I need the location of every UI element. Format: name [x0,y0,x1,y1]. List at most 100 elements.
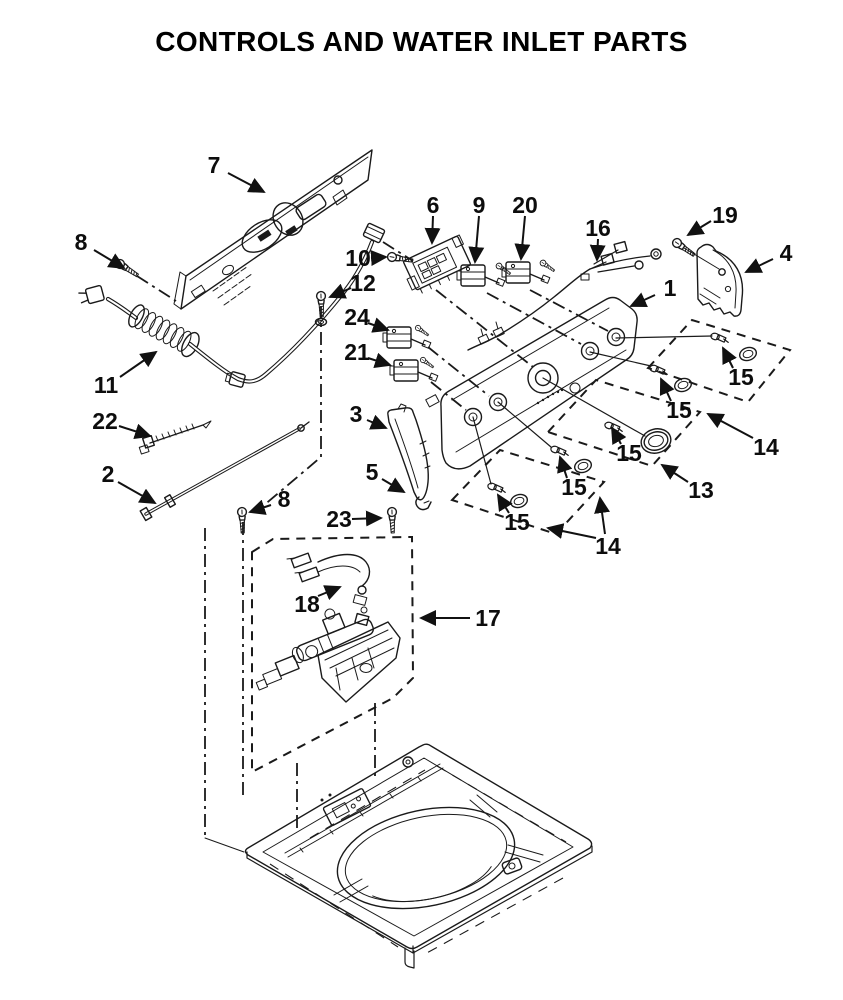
power-cord-part11 [78,222,386,388]
cable-tie-part22 [138,420,212,455]
washer-top-panel [244,743,593,969]
switch-screw-icon [418,355,436,370]
callout-arrow [93,249,126,270]
callout-arrow [557,455,573,479]
callout-label: 2 [102,461,115,487]
knob-ring [672,375,694,395]
callout-arrow [381,477,406,494]
cord-connector [362,222,386,244]
callout-label: 6 [427,192,440,218]
callout-label: 22 [92,408,118,434]
callout-arrow [468,215,485,264]
link-rod-part2 [139,421,310,522]
callout-label: 14 [595,533,621,559]
callout-label: 15 [504,509,530,535]
clip-part15 [486,481,507,494]
callout-label: 23 [326,506,352,532]
end-bracket-part4 [683,243,744,317]
callout-label: 9 [473,192,486,218]
callout-arrow [722,346,737,369]
end-cap-part3 [387,403,431,501]
callout-arrow [546,523,597,539]
lid-latch [501,857,523,875]
hinge-plate [322,788,372,826]
console-part1 [425,296,638,470]
callout-arrow [744,258,774,273]
screw-part19 [670,236,698,260]
screw-part8-left [113,257,141,280]
callout-arrow [227,172,266,193]
clip-part15 [648,363,669,376]
knob-ring [572,456,594,476]
switch-screw-icon [413,323,431,338]
callout-arrow [328,283,352,299]
callout-arrow [118,423,152,440]
rear-panel-part7 [173,149,373,310]
clip-part15 [709,331,730,344]
clip-part5 [415,496,432,511]
callout-label: 11 [94,372,119,398]
shield-box-part14-upper [646,318,792,404]
switch-part20 [501,261,551,284]
callout-label: 20 [512,192,538,218]
callout-label: 24 [344,304,370,330]
cord-coil [128,304,200,358]
callout-arrow [496,493,513,514]
callout-label: 7 [208,152,221,178]
shield-box-part14-middle [546,378,702,468]
knob-part13 [640,428,672,454]
callout-arrow [589,238,606,262]
switch-screw-icon [538,258,557,274]
callout-arrow [659,377,675,402]
screw-part23 [386,506,398,534]
callout-label: 18 [294,591,320,617]
callout-arrow [248,499,272,515]
callout-arrow [686,220,712,237]
callout-label: 15 [616,440,642,466]
callout-label: 15 [561,474,587,500]
assembly-lines [136,241,713,853]
callout-label: 16 [585,215,611,241]
callout-label: 21 [344,339,370,365]
console-tick-marks [536,388,564,405]
callout-arrow [370,250,388,266]
callout-label: 4 [780,240,793,266]
callout-label: 5 [366,459,379,485]
water-inlet-valve-part18 [255,552,401,703]
callouts: 1234567889101112131414151515151516171819… [75,152,793,631]
callout-arrow [367,317,390,333]
callout-label: 8 [75,229,88,255]
callout-label: 8 [278,486,291,512]
clip-part15 [549,444,570,457]
callout-label: 13 [688,477,714,503]
callout-label: 14 [753,434,779,460]
callout-arrow [119,350,158,378]
callout-arrow [660,463,689,483]
callout-arrow [594,496,610,535]
callout-arrow [514,215,531,261]
callout-label: 15 [728,364,754,390]
switch-part21 [389,359,439,382]
tub-opening [336,806,516,910]
inlet-valve-box-part17 [251,535,415,774]
callout-label: 15 [666,397,692,423]
knob-ring [737,344,759,364]
callout-arrow [366,414,388,430]
knob-ring [508,491,530,511]
vent-slots [212,267,252,306]
callout-arrow [317,585,342,601]
callout-label: 1 [664,275,677,301]
callout-label: 3 [350,401,363,427]
callout-arrow [117,481,157,504]
callout-label: 10 [345,245,371,271]
callout-arrow [367,352,392,369]
callout-label: 12 [350,270,376,296]
callout-label: 17 [475,605,501,631]
callout-label: 19 [712,202,738,228]
callout-arrow [424,215,441,245]
page-title: CONTROLS AND WATER INLET PARTS [155,26,688,57]
control-board-part6 [403,234,471,294]
callout-arrow [706,413,754,439]
